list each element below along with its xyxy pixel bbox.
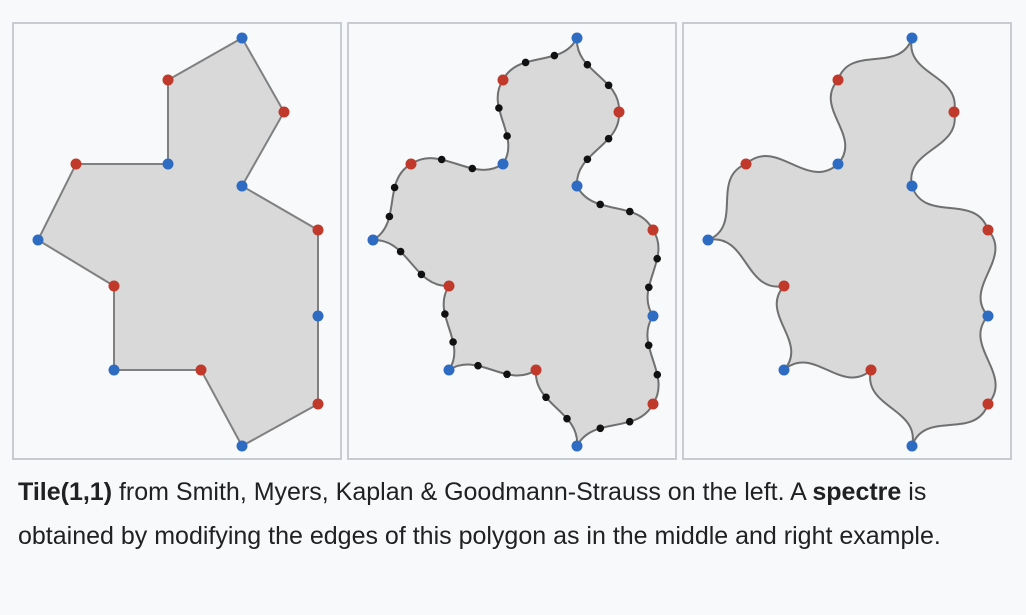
vertex-marker-blue <box>571 180 583 192</box>
vertex-marker-blue <box>312 310 324 322</box>
control-point-marker <box>441 310 449 318</box>
vertex-marker-blue <box>906 440 918 452</box>
spectre-wavy-diagram <box>367 32 662 452</box>
vertex-marker-red <box>948 106 960 118</box>
vertex-marker-blue <box>832 158 844 170</box>
vertex-marker-red <box>70 158 82 170</box>
vertex-marker-red <box>312 224 324 236</box>
vertex-marker-red <box>778 280 790 292</box>
caption-text-1: from Smith, Myers, Kaplan & Goodmann-Str… <box>112 478 813 506</box>
vertex-marker-blue <box>162 158 174 170</box>
tile-polygon-diagram <box>32 32 324 452</box>
vertex-marker-red <box>530 364 542 376</box>
control-point-marker <box>604 81 613 90</box>
control-point-marker <box>390 183 399 192</box>
control-point-marker <box>626 207 634 216</box>
control-point-marker <box>468 164 477 173</box>
vertex-marker-red <box>312 398 324 410</box>
vertex-marker-blue <box>906 180 918 192</box>
vertex-marker-blue <box>367 234 379 246</box>
control-point-marker <box>563 414 571 423</box>
vertex-marker-red <box>613 106 625 118</box>
control-point-marker <box>449 338 457 346</box>
vertex-marker-blue <box>571 32 583 44</box>
control-point-marker <box>503 370 511 379</box>
control-point-marker <box>417 270 426 279</box>
control-point-marker <box>596 200 604 209</box>
tile-polygon-vertices <box>32 32 324 452</box>
vertex-marker-blue <box>236 180 248 192</box>
control-point-marker <box>550 51 559 60</box>
control-point-marker <box>644 341 653 350</box>
vertex-marker-red <box>982 224 994 236</box>
control-point-marker <box>474 361 482 370</box>
control-point-marker <box>604 134 613 143</box>
vertex-marker-red <box>647 224 659 236</box>
spectre-curved-vertices <box>702 32 994 452</box>
caption-text-2: is obtained by modifying the edges of th… <box>18 478 941 550</box>
figure-caption: Tile(1,1) from Smith, Myers, Kaplan & Go… <box>18 470 1008 558</box>
tile-polygon-shape <box>36 36 319 448</box>
spectre-curved-diagram <box>702 32 997 452</box>
vertex-marker-red <box>982 398 994 410</box>
vertex-marker-red <box>647 398 659 410</box>
vertex-marker-red <box>443 280 455 292</box>
vertex-marker-blue <box>982 310 994 322</box>
control-point-marker <box>653 254 661 263</box>
vertex-marker-blue <box>571 440 583 452</box>
caption-term-tile: Tile(1,1) <box>18 478 113 506</box>
vertex-marker-blue <box>236 32 248 44</box>
control-point-marker <box>495 104 503 112</box>
control-point-marker <box>503 132 511 140</box>
vertex-marker-red <box>832 74 844 86</box>
control-point-marker <box>645 283 653 292</box>
control-point-marker <box>583 155 592 164</box>
control-point-marker <box>521 58 530 67</box>
spectre-wavy-shape <box>372 37 660 447</box>
panel-spectre-wavy <box>347 22 677 460</box>
vertex-marker-blue <box>778 364 790 376</box>
control-point-marker <box>625 417 634 426</box>
control-point-marker <box>542 393 550 402</box>
spectre-curved-shape <box>707 37 997 447</box>
panel-spectre-curved <box>682 22 1012 460</box>
vertex-marker-blue <box>108 364 120 376</box>
vertex-marker-red <box>278 106 290 118</box>
spectre-wavy-vertices <box>367 32 662 452</box>
vertex-marker-red <box>162 74 174 86</box>
control-point-marker <box>653 370 662 379</box>
vertex-marker-red <box>865 364 877 376</box>
vertex-marker-red <box>405 158 417 170</box>
vertex-marker-blue <box>497 158 509 170</box>
vertex-marker-blue <box>443 364 455 376</box>
control-point-marker <box>437 155 446 164</box>
panel-tile-polygon <box>12 22 342 460</box>
control-point-marker <box>385 212 394 221</box>
vertex-marker-blue <box>702 234 714 246</box>
vertex-marker-red <box>195 364 207 376</box>
vertex-marker-blue <box>906 32 918 44</box>
vertex-marker-blue <box>32 234 44 246</box>
control-point-marker <box>583 60 592 69</box>
caption-term-spectre: spectre <box>812 478 902 506</box>
control-point-marker <box>596 424 605 433</box>
vertex-marker-red <box>740 158 752 170</box>
control-point-marker <box>396 247 405 256</box>
vertex-marker-red <box>108 280 120 292</box>
vertex-marker-blue <box>647 310 659 322</box>
vertex-marker-red <box>497 74 509 86</box>
vertex-marker-blue <box>236 440 248 452</box>
